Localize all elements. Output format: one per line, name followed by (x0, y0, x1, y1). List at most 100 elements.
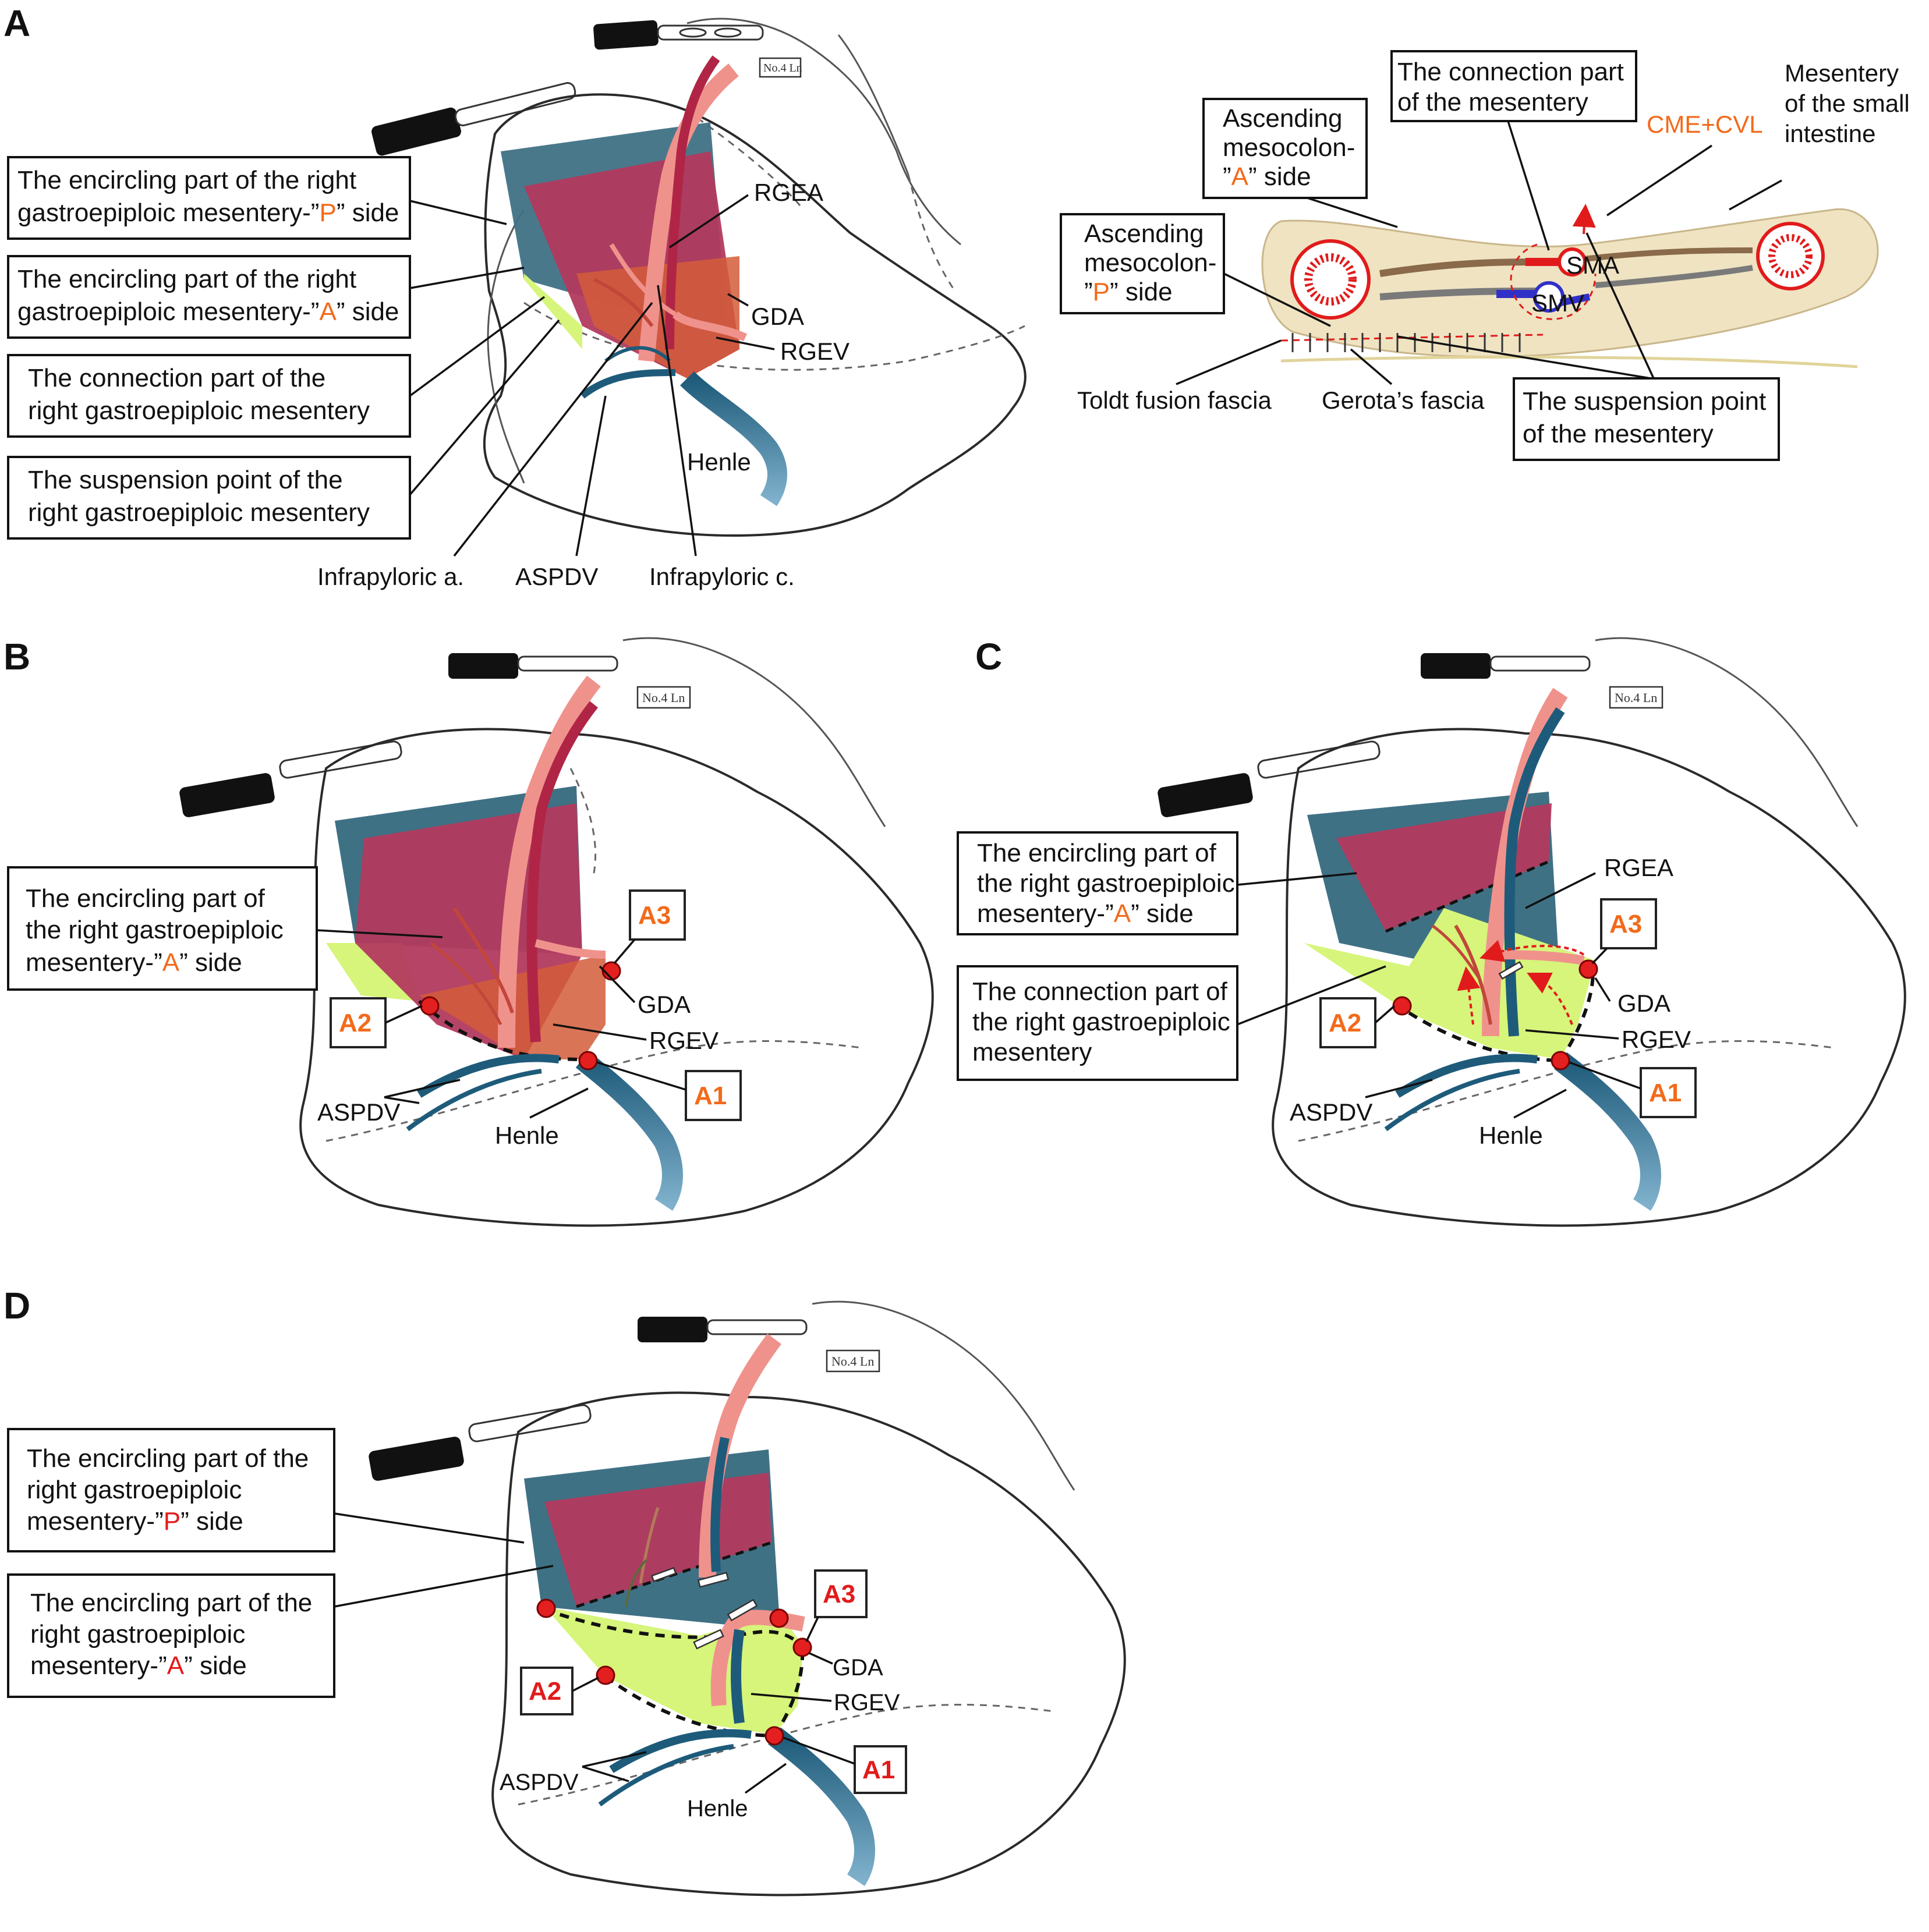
svg-text:gastroepiploic mesentery-”A” s: gastroepiploic mesentery-”A” side (17, 297, 399, 326)
svg-text:Ascending: Ascending (1223, 104, 1342, 133)
label-rgea-a: RGEA (754, 179, 823, 206)
svg-text:right gastroepiploic mesentery: right gastroepiploic mesentery (28, 396, 370, 425)
svg-text:A3: A3 (638, 901, 671, 930)
rgea-vessel-a (638, 63, 739, 362)
svg-text:The encircling part of the rig: The encircling part of the right (17, 265, 356, 293)
point-a2-b (420, 996, 440, 1016)
henle-vessel-a (679, 371, 787, 506)
panel-a-schematic: SMA SMV Ascending mesocolon- ”A” side As… (1060, 50, 1910, 461)
svg-text:The encircling part of the: The encircling part of the (30, 1589, 312, 1617)
svg-text:A3: A3 (1609, 910, 1642, 938)
stomach-outline-d (491, 1391, 1126, 1896)
rgea-vessel-b (498, 675, 601, 1048)
no4ln-label-b: No.4 Ln (642, 690, 685, 705)
label-small-int-1: Mesentery (1785, 59, 1899, 87)
smv-icon (1533, 281, 1565, 313)
no4ln-tag-a: No.4 Ln (759, 57, 802, 78)
svg-text:A2: A2 (1329, 1009, 1361, 1037)
grasper-left-b-icon (179, 740, 402, 817)
panel-letter-d: D (3, 1285, 30, 1327)
svg-text:The connection part: The connection part (1397, 58, 1624, 86)
label-small-int-2: of the small (1785, 90, 1910, 117)
label-rgev-a: RGEV (780, 338, 850, 365)
panel-c: C No.4 Ln (957, 636, 1906, 1227)
clip-icon-d1 (697, 1572, 730, 1588)
grasper-left-d-icon (369, 1404, 592, 1481)
panel-a: A No.4 Ln (3, 2, 1027, 590)
grasper-top-icon (593, 20, 764, 50)
box-a1-b: A1 (685, 1070, 742, 1121)
box-a3-d: A3 (814, 1569, 868, 1618)
box-connection-c: The connection part of the right gastroe… (957, 965, 1238, 1081)
box-a2-b: A2 (330, 997, 387, 1048)
label-henle-a: Henle (687, 448, 751, 476)
box-suspension-a: The suspension point of the right gastro… (7, 456, 411, 540)
label-toldt: Toldt fusion fascia (1077, 387, 1272, 414)
label-sma: SMA (1566, 251, 1619, 279)
point-a-top-left-d (536, 1598, 556, 1618)
svg-text:The suspension point of the: The suspension point of the (28, 466, 343, 494)
svg-text:mesentery-”A” side: mesentery-”A” side (26, 948, 242, 977)
label-rgev-c: RGEV (1622, 1026, 1691, 1053)
label-smv: SMV (1531, 289, 1584, 317)
svg-text:A1: A1 (1649, 1079, 1682, 1107)
clip-icon-d2 (650, 1566, 677, 1583)
point-a3-c (1578, 959, 1598, 979)
svg-text:A3: A3 (823, 1580, 855, 1608)
omentum-outline (686, 17, 961, 246)
panel-d: D No.4 Ln (3, 1285, 1126, 1896)
colon-right-icon (1756, 222, 1825, 290)
box-a2-d: A2 (520, 1667, 574, 1715)
rgev-vessel-d (731, 1629, 745, 1724)
colon-left-icon (1290, 239, 1371, 320)
label-rgea-c: RGEA (1604, 854, 1673, 881)
label-rgev-b: RGEV (649, 1027, 718, 1054)
mesocolon-body (1261, 208, 1879, 358)
henle-vessel-c (1554, 1052, 1661, 1211)
box-a1-d: A1 (854, 1745, 907, 1794)
svg-text:right gastroepiploic: right gastroepiploic (27, 1476, 242, 1504)
box-a3-c: A3 (1600, 898, 1657, 949)
no4ln-tag-d: No.4 Ln (826, 1349, 880, 1373)
label-aspdv-a: ASPDV (515, 563, 598, 590)
box-a3-b: A3 (629, 889, 686, 941)
label-small-int-3: intestine (1785, 120, 1875, 147)
svg-text:of the mesentery: of the mesentery (1523, 420, 1714, 448)
clip-icon-d4 (727, 1598, 758, 1622)
box-encircling-a-c: The encircling part of the right gastroe… (957, 831, 1238, 935)
no4ln-label-d: No.4 Ln (831, 1354, 874, 1369)
connection-part-c (1304, 908, 1595, 1059)
no4ln-label-c: No.4 Ln (1615, 690, 1657, 705)
label-cme-cvl: CME+CVL (1647, 111, 1763, 138)
grasper-left-icon (371, 82, 576, 156)
stomach-outline-c (1272, 728, 1906, 1227)
label-henle-c: Henle (1479, 1122, 1543, 1149)
box-encircling-p-d: The encircling part of the right gastroe… (7, 1428, 335, 1552)
label-aspdv-d: ASPDV (500, 1770, 579, 1795)
grasper-left-c-icon (1158, 740, 1381, 817)
label-rgev-d: RGEV (834, 1690, 900, 1715)
svg-text:The encircling part of: The encircling part of (26, 884, 266, 913)
svg-text:mesentery-”A” side: mesentery-”A” side (30, 1651, 247, 1680)
panel-letter-b: B (3, 636, 30, 678)
svg-text:Ascending: Ascending (1084, 219, 1204, 248)
svg-text:mesentery: mesentery (972, 1038, 1092, 1066)
point-a3-top-d (769, 1608, 789, 1628)
no4ln-tag-b: No.4 Ln (636, 686, 691, 709)
svg-text:A1: A1 (694, 1082, 727, 1110)
svg-text:The encircling part of: The encircling part of (977, 839, 1217, 867)
rgea-vessel-d (699, 1334, 782, 1578)
svg-text:mesentery-”P” side: mesentery-”P” side (27, 1507, 243, 1536)
svg-text:the right gastroepiploic: the right gastroepiploic (26, 916, 284, 944)
point-a1-b (578, 1051, 598, 1070)
label-gda-d: GDA (833, 1655, 883, 1681)
box-suspension-mesentery: The suspension point of the mesentery (1513, 377, 1780, 461)
label-aspdv-c: ASPDV (1290, 1098, 1372, 1126)
svg-text:the right gastroepiploic: the right gastroepiploic (977, 869, 1235, 898)
svg-text:the right gastroepiploic: the right gastroepiploic (972, 1008, 1230, 1036)
grasper-top-b-icon (448, 653, 618, 679)
svg-text:of the mesentery: of the mesentery (1397, 88, 1588, 116)
box-connection-mesentery: The connection part of the mesentery (1390, 50, 1637, 122)
connection-part-a (524, 274, 582, 349)
